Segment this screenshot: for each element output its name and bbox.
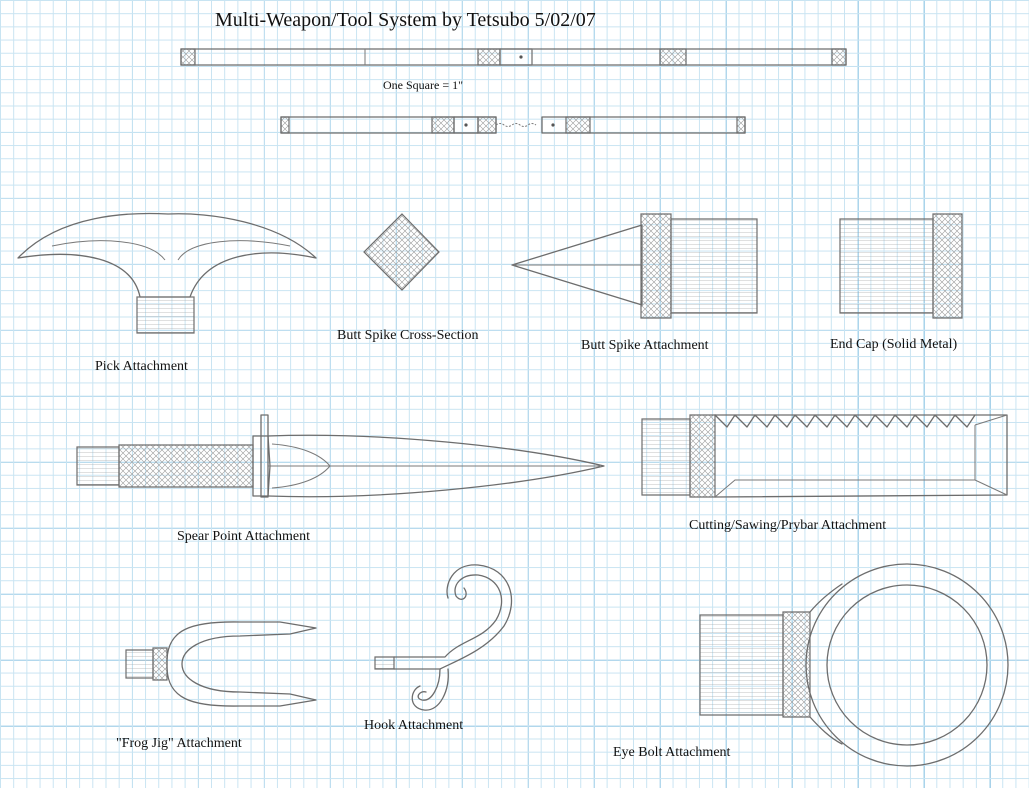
hook-attachment-drawing: [375, 565, 512, 710]
spear-point-attachment-drawing: [77, 415, 604, 497]
butt-spike-attachment-drawing: [512, 214, 757, 318]
label-butt-spike-attachment: Butt Spike Attachment: [581, 338, 709, 353]
label-eye-bolt-attachment: Eye Bolt Attachment: [613, 745, 731, 760]
label-hook-attachment: Hook Attachment: [364, 718, 464, 733]
label-cutting-attachment: Cutting/Sawing/Prybar Attachment: [689, 518, 887, 533]
label-pick-attachment: Pick Attachment: [95, 359, 188, 374]
cutting-attachment-drawing: [642, 415, 1007, 497]
eye-bolt-attachment-drawing: [700, 564, 1008, 766]
assembled-staff: [181, 49, 846, 65]
pick-attachment-drawing: [18, 213, 316, 333]
label-frog-jig-attachment: "Frog Jig" Attachment: [116, 736, 242, 751]
label-end-cap: End Cap (Solid Metal): [830, 337, 958, 352]
label-butt-spike-cross-section: Butt Spike Cross-Section: [337, 328, 479, 343]
end-cap-drawing: [840, 214, 962, 318]
butt-spike-cross-section-drawing: [364, 214, 439, 290]
scale-note: One Square = 1": [383, 78, 463, 92]
label-spear-point-attachment: Spear Point Attachment: [177, 529, 310, 544]
drawing-title: Multi-Weapon/Tool System by Tetsubo 5/02…: [215, 9, 596, 31]
frog-jig-attachment-drawing: [126, 622, 316, 706]
flail-configuration: [281, 117, 745, 133]
